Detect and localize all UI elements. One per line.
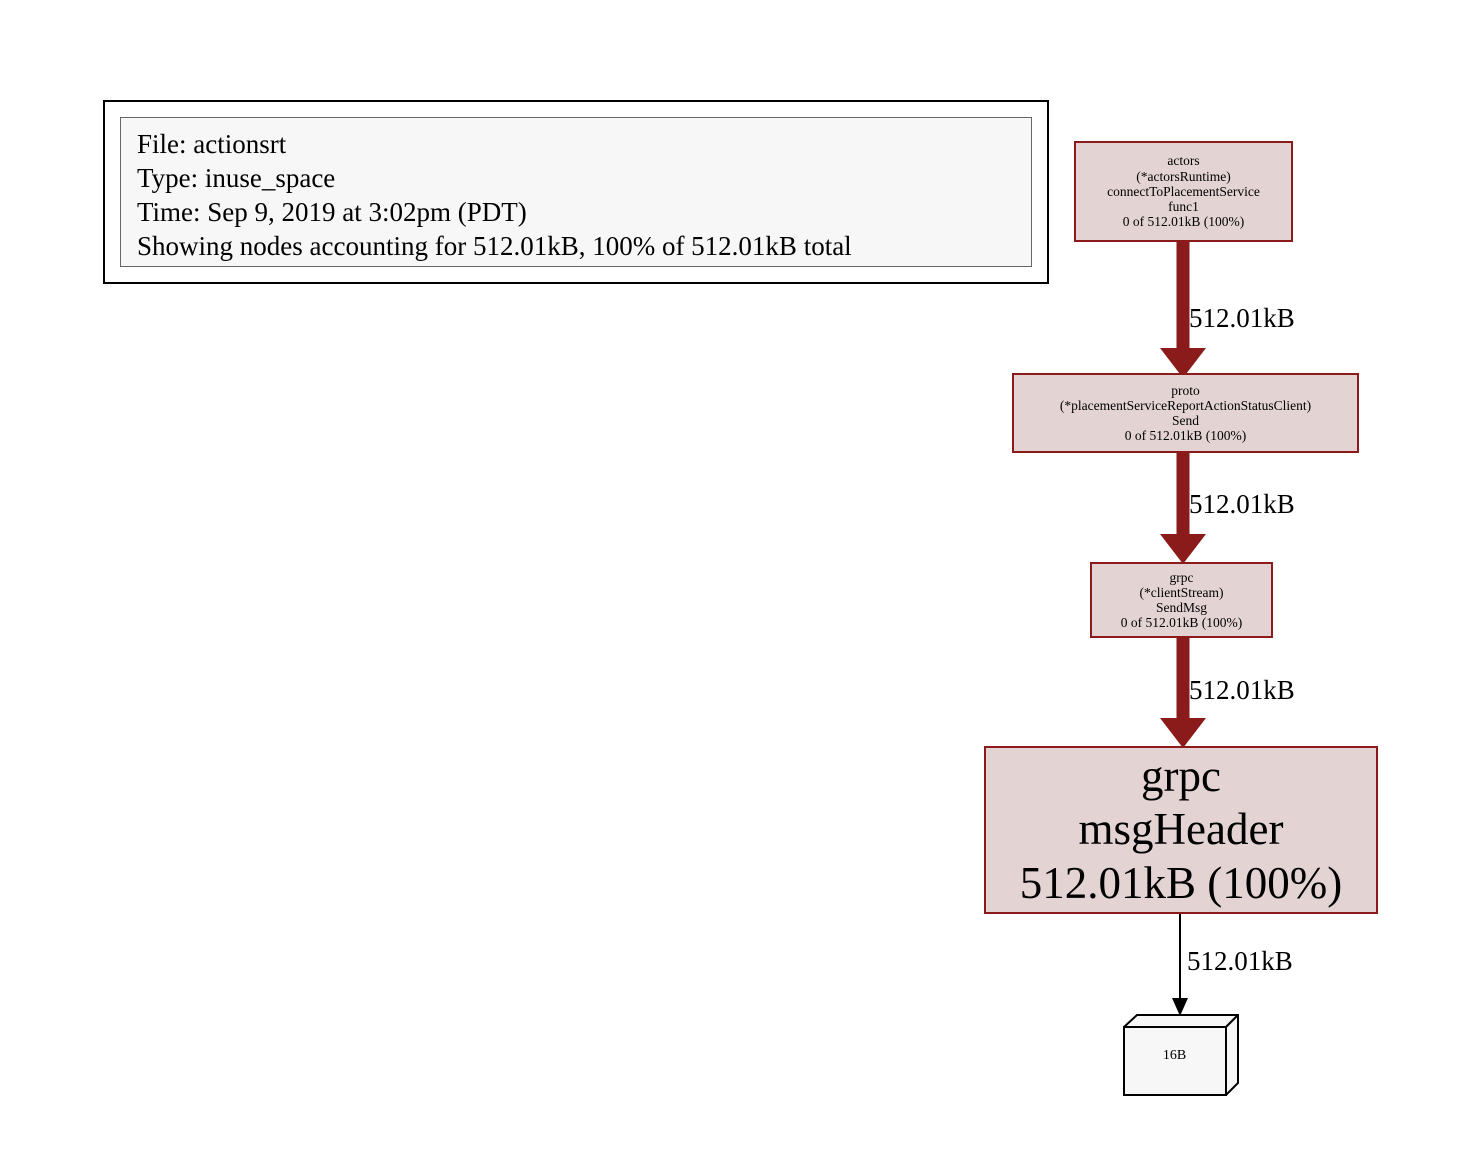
node-line: 0 of 512.01kB (100%) bbox=[1122, 214, 1245, 230]
node-line: Send bbox=[1172, 413, 1199, 428]
edge-label-clientstream-to-msgheader: 512.01kB bbox=[1189, 675, 1295, 705]
node-actors-connectToPlacementService[interactable]: actors (*actorsRuntime) connectToPlaceme… bbox=[1074, 141, 1293, 242]
legend-line-showing: Showing nodes accounting for 512.01kB, 1… bbox=[137, 231, 852, 261]
node-line: SendMsg bbox=[1155, 600, 1207, 615]
node-line: msgHeader bbox=[1078, 804, 1284, 855]
edge-label-actors-to-proto: 512.01kB bbox=[1189, 303, 1295, 333]
node-line: grpc bbox=[1169, 569, 1194, 585]
node-line: connectToPlacementService bbox=[1107, 183, 1260, 199]
edge-label-proto-to-clientstream: 512.01kB bbox=[1189, 489, 1295, 519]
node-line: (*actorsRuntime) bbox=[1136, 168, 1231, 184]
node-leaf-16b[interactable]: 16B bbox=[1123, 1014, 1239, 1096]
legend-line-type: Type: inuse_space bbox=[137, 163, 336, 193]
box3d-shape bbox=[1123, 1014, 1239, 1096]
node-proto-send[interactable]: proto (*placementServiceReportActionStat… bbox=[1012, 373, 1359, 453]
node-line: actors bbox=[1167, 153, 1200, 169]
legend-box: File: actionsrt Type: inuse_space Time: … bbox=[103, 100, 1049, 284]
legend-inner-box: File: actionsrt Type: inuse_space Time: … bbox=[120, 117, 1032, 267]
legend-line-file: File: actionsrt bbox=[137, 129, 287, 159]
node-line: func1 bbox=[1168, 199, 1199, 215]
node-line: 0 of 512.01kB (100%) bbox=[1120, 615, 1243, 631]
node-line: proto bbox=[1171, 382, 1200, 398]
node-grpc-clientstream-sendmsg[interactable]: grpc (*clientStream) SendMsg 0 of 512.01… bbox=[1090, 562, 1273, 638]
edge-msgheader-to-leaf bbox=[1172, 914, 1188, 1016]
node-line: (*clientStream) bbox=[1139, 584, 1224, 600]
node-line: 512.01kB (100%) bbox=[1019, 857, 1343, 908]
leaf-label: 16B bbox=[1162, 1048, 1187, 1063]
node-grpc-msgheader[interactable]: grpc msgHeader 512.01kB (100%) bbox=[984, 746, 1378, 914]
edge-label-msgheader-to-leaf: 512.01kB bbox=[1187, 946, 1293, 976]
node-line: 0 of 512.01kB (100%) bbox=[1124, 428, 1247, 444]
legend-line-time: Time: Sep 9, 2019 at 3:02pm (PDT) bbox=[137, 197, 527, 227]
node-line: grpc bbox=[1141, 751, 1221, 802]
node-line: (*placementServiceReportActionStatusClie… bbox=[1059, 397, 1312, 413]
